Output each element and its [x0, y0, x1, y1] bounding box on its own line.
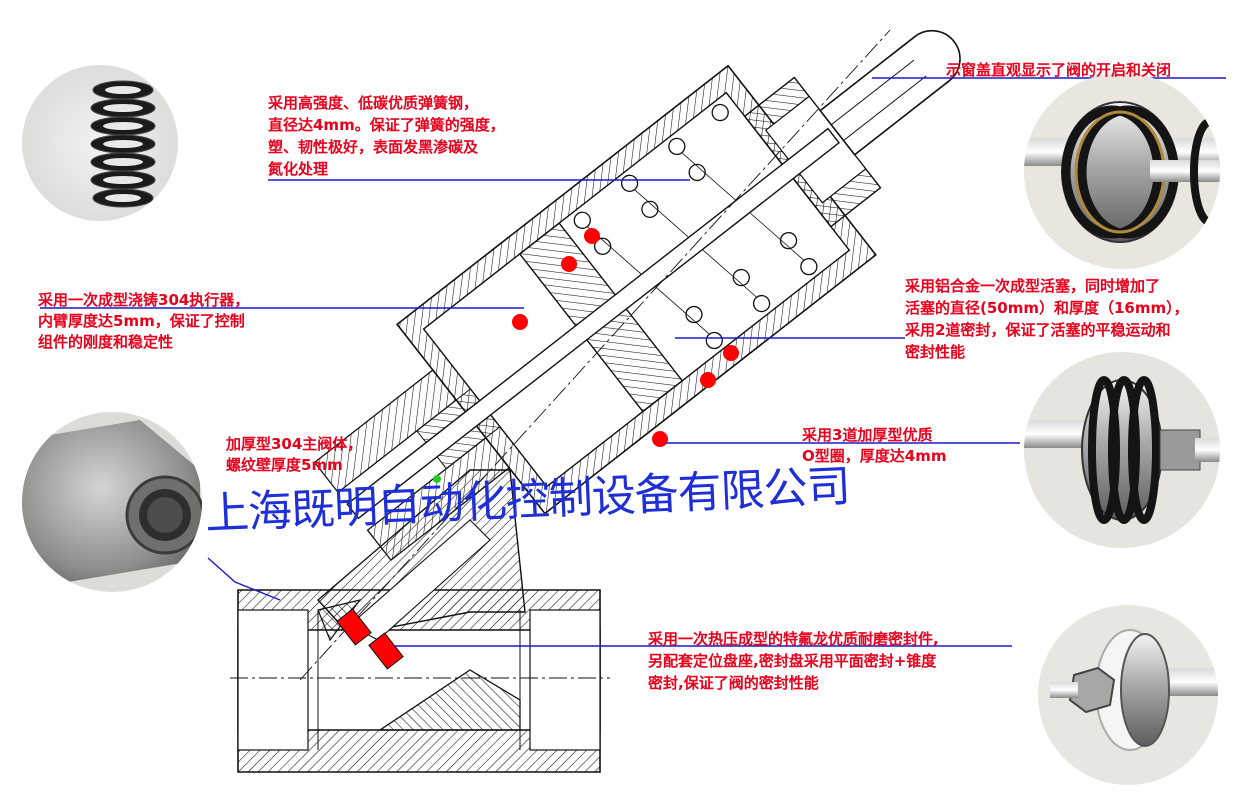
callout-line: 组件的刚度和稳定性 — [38, 333, 174, 351]
callout-valve-body: 加厚型304主阀体， 螺纹壁厚度5mm — [226, 434, 362, 476]
spring-photo — [22, 65, 178, 221]
callout-line: 加厚型304主阀体， — [226, 435, 363, 453]
o-ring-photo — [1024, 352, 1220, 548]
leader-lines — [40, 77, 1226, 647]
piston-seal-photo — [1024, 73, 1220, 269]
callout-line: 采用3道加厚型优质 — [802, 426, 933, 444]
callout-line: 直径达4mm。保证了弹簧的强度， — [268, 116, 505, 134]
valve-body-photo — [22, 412, 202, 592]
callout-line: 密封性能 — [905, 343, 966, 361]
callout-line: 示窗盖直观显示了阀的开启和关闭 — [946, 61, 1172, 79]
valve-body-section — [230, 589, 610, 773]
callout-line: 活塞的直径(50mm）和厚度（16mm）， — [905, 299, 1189, 317]
callout-line: 内臂厚度达5mm，保证了控制 — [38, 312, 245, 330]
o-ring-markers — [512, 228, 739, 447]
callout-line: 另配套定位盘座,密封盘采用平面密封+锥度 — [648, 652, 937, 670]
marker-dot — [433, 475, 441, 483]
callout-line: 螺纹壁厚度5mm — [226, 456, 343, 474]
callout-ptfe-seal: 采用一次热压成型的特氟龙优质耐磨密封件, 另配套定位盘座,密封盘采用平面密封+锥… — [648, 628, 939, 694]
callout-piston: 采用铝合金一次成型活塞，同时增加了 活塞的直径(50mm）和厚度（16mm）， … — [905, 275, 1189, 363]
callout-spring: 采用高强度、低碳优质弹簧钢， 直径达4mm。保证了弹簧的强度， 塑、韧性极好，表… — [268, 92, 505, 180]
callout-line: 采用2道密封，保证了活塞的平稳运动和 — [905, 321, 1171, 339]
callout-line: 密封,保证了阀的密封性能 — [648, 674, 819, 692]
callout-line: 采用一次热压成型的特氟龙优质耐磨密封件, — [648, 630, 939, 648]
callout-line: 氮化处理 — [268, 160, 329, 178]
callout-line: 塑、韧性极好，表面发黑渗碳及 — [268, 138, 479, 156]
callout-line: 采用高强度、低碳优质弹簧钢， — [268, 94, 479, 112]
callout-actuator: 采用一次成型浇铸304执行器， 内臂厚度达5mm，保证了控制 组件的刚度和稳定性 — [38, 290, 249, 353]
callout-o-ring: 采用3道加厚型优质 O型圈，厚度达4mm — [802, 425, 946, 467]
ptfe-seal-markers — [336, 608, 404, 670]
callout-line: 采用铝合金一次成型活塞，同时增加了 — [905, 277, 1161, 295]
callout-line: 采用一次成型浇铸304执行器， — [38, 291, 250, 309]
callout-window-cover: 示窗盖直观显示了阀的开启和关闭 — [946, 60, 1171, 80]
callout-line: O型圈，厚度达4mm — [802, 447, 947, 465]
ptfe-seal-photo — [1038, 605, 1218, 785]
